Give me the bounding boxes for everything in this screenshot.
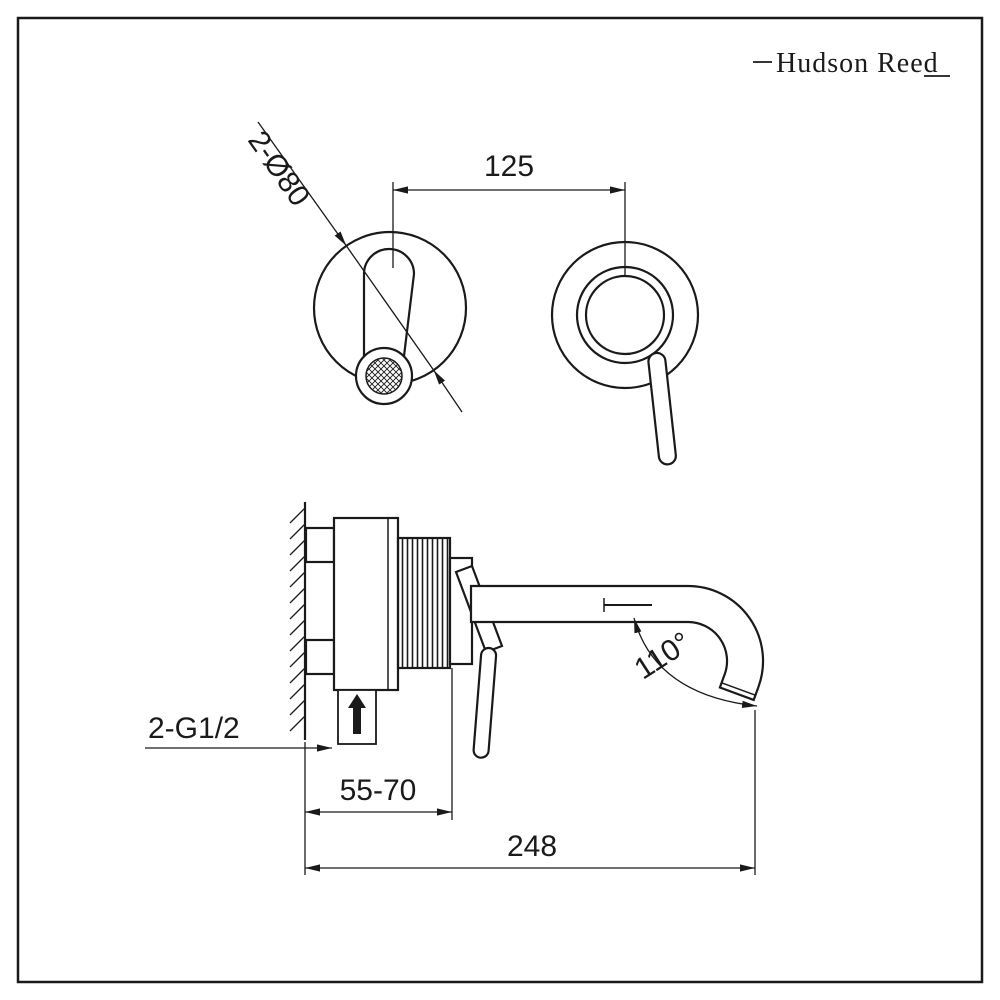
drawing-border	[16, 16, 984, 984]
left-escutcheon	[312, 230, 468, 406]
diameter-leader-middle	[345, 245, 435, 371]
wall-depth-dimension: 55-70	[304, 668, 453, 875]
angle-arc	[633, 617, 758, 708]
valve-body	[304, 516, 474, 745]
diameter-leader-upper	[257, 121, 347, 247]
handle-lever-side	[472, 646, 498, 759]
inlet-thread-callout: 2-G1/2	[145, 712, 332, 752]
center-distance-dimension: 125	[392, 150, 626, 276]
threaded-adjuster	[396, 536, 452, 670]
spout-aerator-mesh	[365, 357, 403, 395]
spout-reach-dimension: 248	[305, 710, 756, 875]
brand-logo: Hudson Reed	[753, 48, 950, 79]
handle-lever-front	[647, 351, 677, 466]
flow-direction-arrow	[348, 694, 366, 734]
spout-right-edge	[402, 273, 416, 357]
spout-reach-label: 248	[507, 830, 557, 863]
side-view: 110° 2-G1/2 55-70 248	[145, 502, 765, 875]
wall-depth-label: 55-70	[340, 774, 417, 807]
wall-hatch	[289, 507, 306, 732]
brand-name: Hudson Reed	[776, 48, 939, 79]
inlet-thread-label: 2-G1/2	[148, 712, 240, 745]
diameter-leader-lower	[433, 369, 463, 413]
center-distance-label: 125	[484, 150, 534, 183]
spout-base-arc	[362, 247, 416, 275]
mounting-lug-top	[304, 526, 336, 564]
mounting-lug-bottom	[304, 638, 336, 676]
